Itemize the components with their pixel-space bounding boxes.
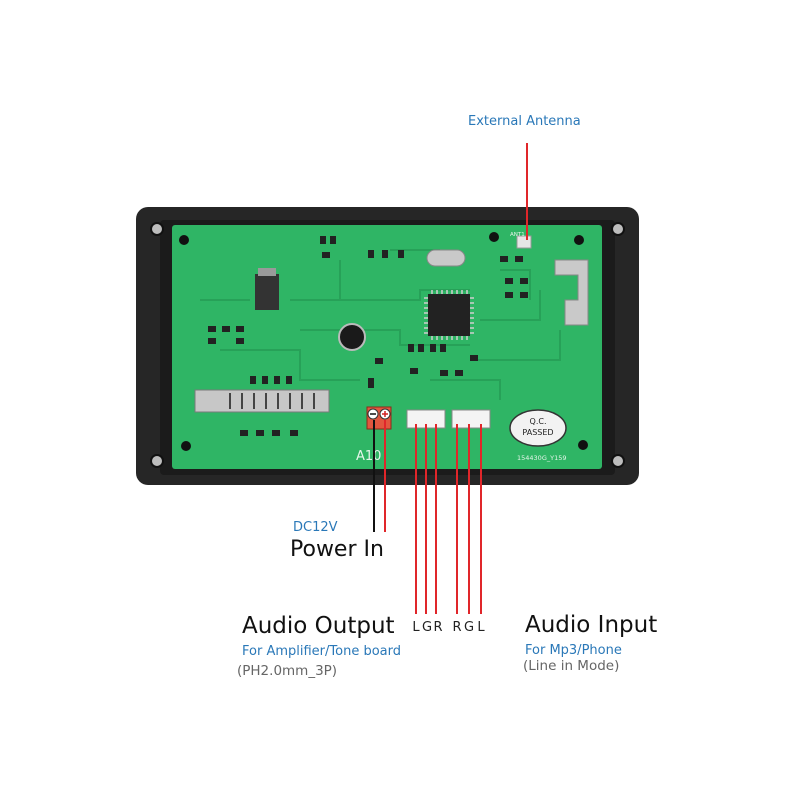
pcb-hole-5 bbox=[578, 440, 588, 450]
voltage-regulator bbox=[255, 274, 279, 310]
output-pin-label: G bbox=[421, 620, 433, 635]
input-connector bbox=[451, 409, 491, 429]
mounting-hole-bl bbox=[150, 454, 164, 468]
board-model-label: A10 bbox=[356, 449, 381, 464]
pcb-hole-2 bbox=[489, 232, 499, 242]
audio-output-spec: (PH2.0mm_3P) bbox=[237, 663, 338, 679]
smd-components bbox=[208, 236, 528, 436]
pcb-hole-3 bbox=[574, 235, 584, 245]
chip-pins bbox=[424, 290, 474, 340]
mounting-hole-tr bbox=[611, 222, 625, 236]
input-pin-label: R bbox=[452, 620, 462, 635]
pcb-antenna bbox=[554, 259, 589, 326]
antenna-pad-label: ANT1 bbox=[510, 232, 525, 238]
audio-output-title: Audio Output bbox=[242, 613, 395, 639]
audio-input-subtitle: For Mp3/Phone bbox=[525, 643, 622, 658]
regulator-tab bbox=[258, 268, 276, 276]
qc-sticker bbox=[509, 409, 567, 447]
audio-input-title: Audio Input bbox=[525, 612, 658, 638]
external-antenna-label: External Antenna bbox=[468, 114, 581, 129]
input-pin-label: G bbox=[463, 620, 475, 635]
qc-sticker-line2: PASSED bbox=[522, 428, 553, 437]
output-pin-label: R bbox=[433, 620, 443, 635]
sd-slot-pins bbox=[229, 393, 315, 409]
pcb-hole-1 bbox=[179, 235, 189, 245]
power-voltage-label: DC12V bbox=[293, 520, 338, 535]
sd-card-slot bbox=[194, 389, 330, 413]
main-chip bbox=[428, 294, 470, 336]
input-pin-label: L bbox=[477, 620, 485, 635]
mounting-hole-tl bbox=[150, 222, 164, 236]
crystal-oscillator bbox=[426, 249, 466, 267]
pcb-hole-4 bbox=[181, 441, 191, 451]
audio-output-subtitle: For Amplifier/Tone board bbox=[242, 644, 401, 659]
qc-sticker-line1: Q.C. bbox=[530, 417, 547, 426]
output-pin-label: L bbox=[412, 620, 420, 635]
electrolytic-capacitor bbox=[338, 323, 366, 351]
board-serial: 154430G_Y159 bbox=[517, 454, 566, 462]
mounting-hole-br bbox=[611, 454, 625, 468]
audio-input-mode: (Line in Mode) bbox=[523, 658, 620, 674]
power-in-title: Power In bbox=[290, 537, 384, 562]
